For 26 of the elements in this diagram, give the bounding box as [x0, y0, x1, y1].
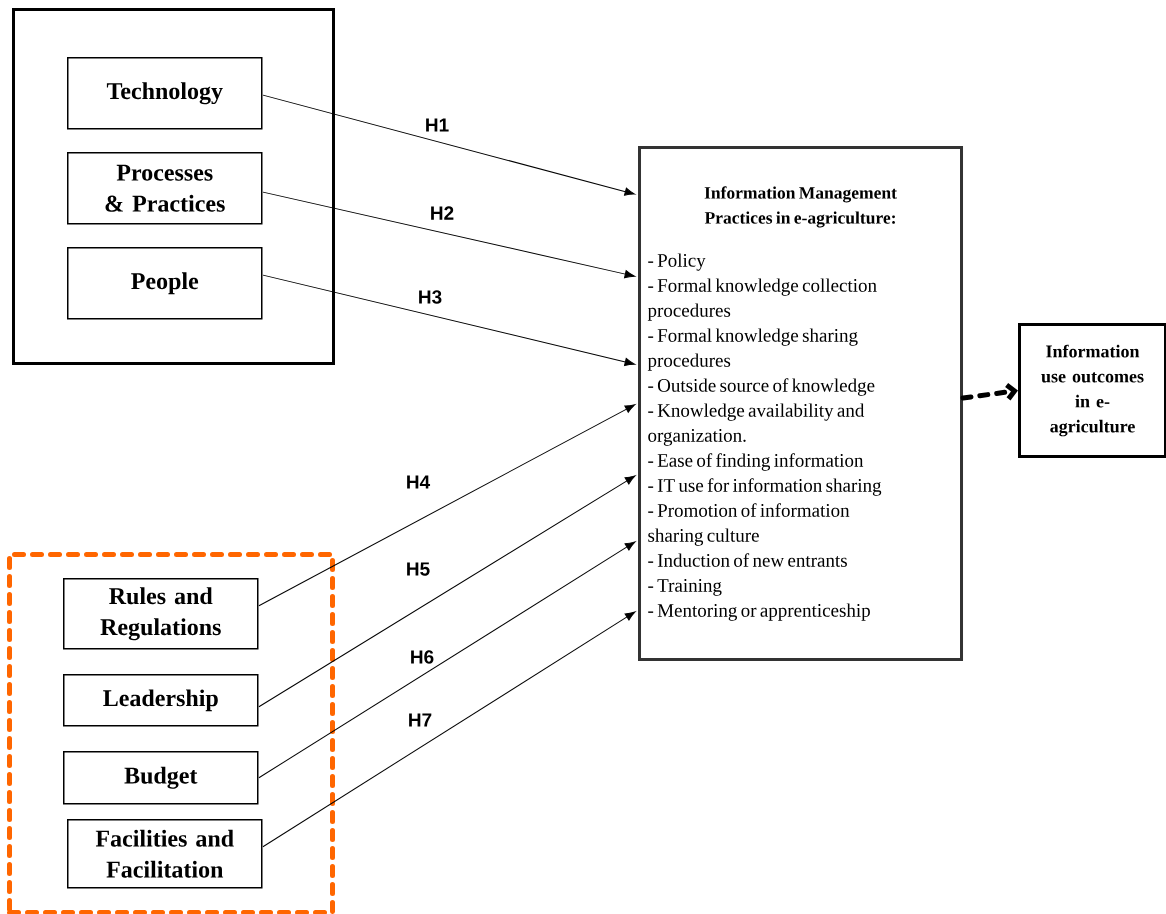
- factor-box: Rules and Regulations: [63, 578, 259, 650]
- outcome-box: Information use outcomes in e-agriculture: [1018, 323, 1166, 458]
- group-frame: [7, 552, 335, 914]
- factor-box: Leadership: [63, 674, 259, 727]
- edge-label: H4: [407, 475, 431, 489]
- edge-label: H1: [426, 118, 449, 132]
- factor-box: Budget: [63, 751, 259, 805]
- arrow: [262, 191, 636, 279]
- factor-box: People: [67, 247, 263, 320]
- arrow: [258, 541, 636, 779]
- edge-label: H5: [407, 562, 430, 576]
- arrow: [258, 404, 636, 607]
- edge-label: H2: [431, 206, 454, 220]
- factor-box: Technology: [67, 57, 263, 130]
- factor-box: Processes & Practices: [67, 152, 263, 225]
- arrow: [960, 383, 1018, 401]
- arrow: [258, 475, 636, 708]
- practices-box: Information Management Practices in e-agriculture: - Policy - Formal knowledge collection procedures - Formal knowledge sharing procedures - Outside source of knowledge - Knowledge availability and organization. - Ease of finding information - IT use for information sharing - Promotion of information sharing culture - Induction of new entrants - Training - Mentoring or apprenticeship: [638, 146, 963, 661]
- factor-box: Facilities and Facilitation: [67, 819, 263, 889]
- arrow: [262, 274, 636, 366]
- edge-label: H6: [411, 650, 434, 664]
- edge-label: H3: [419, 290, 442, 304]
- group-frame: [12, 8, 335, 365]
- arrow: [262, 94, 636, 196]
- edge-label: H7: [409, 713, 432, 727]
- arrow: [262, 611, 636, 848]
